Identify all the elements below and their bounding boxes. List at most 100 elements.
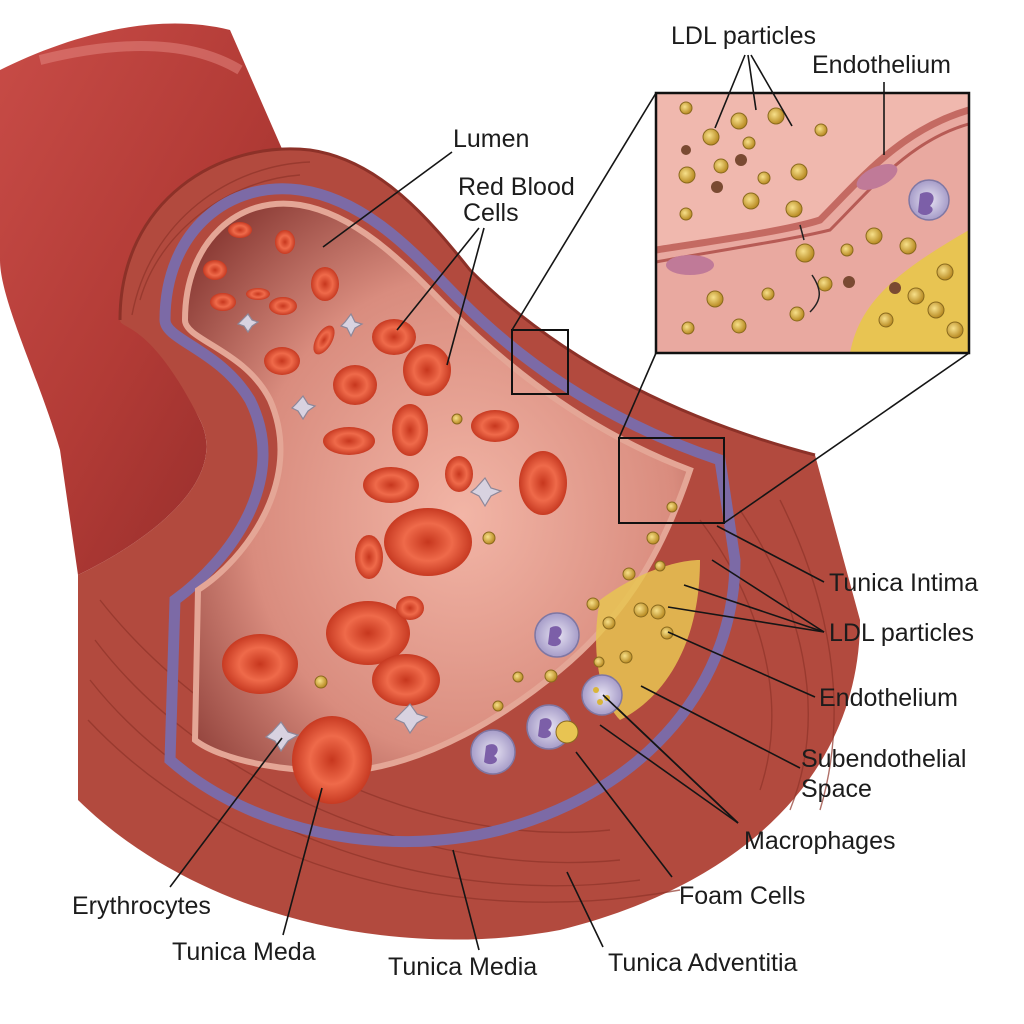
ldl-particle — [785, 200, 803, 218]
ldl-particle — [706, 290, 724, 308]
rbc — [445, 456, 473, 492]
rbc — [384, 508, 472, 576]
label-macrophages: Macrophages — [744, 827, 895, 855]
rbc — [326, 601, 410, 665]
rbc — [519, 451, 567, 515]
ldl-particle — [767, 107, 785, 125]
ldl-particle — [586, 597, 600, 611]
rbc — [210, 293, 236, 311]
rbc — [323, 427, 375, 455]
ldl-particle — [840, 243, 854, 257]
ldl-particle — [681, 321, 695, 335]
rbc — [372, 319, 416, 355]
ldl-particle — [602, 616, 616, 630]
ldl-particle — [899, 237, 917, 255]
ldl-particle — [650, 604, 666, 620]
label-tunica-adventitia: Tunica Adventitia — [608, 949, 798, 977]
label-tunica-media: Tunica Media — [388, 953, 537, 981]
ldl-particle — [622, 567, 636, 581]
endothelial-nucleus — [666, 255, 714, 275]
ldl-particle — [757, 171, 771, 185]
ldl-particle — [593, 656, 605, 668]
rbc — [396, 596, 424, 620]
platelet — [236, 313, 260, 334]
transport-arrow — [799, 224, 820, 313]
rbc — [392, 404, 428, 456]
label-subendothelial-line1: Subendothelial — [801, 745, 966, 773]
ldl-particle — [730, 112, 748, 130]
rbc — [275, 230, 295, 254]
rbc — [311, 267, 339, 301]
label-inset-endothelium: Endothelium — [812, 51, 951, 79]
rbc — [372, 654, 440, 706]
rbc — [246, 288, 270, 300]
ldl-particle — [814, 123, 828, 137]
ldl-particle — [451, 413, 463, 425]
inset-ldl-particles — [678, 101, 964, 339]
platelet — [393, 703, 429, 735]
ldl-particle — [666, 501, 678, 513]
macrophage — [581, 674, 623, 716]
macrophage — [534, 612, 580, 658]
ldl-particle — [865, 227, 883, 245]
rbc — [355, 535, 383, 579]
rbc — [333, 365, 377, 405]
endothelial-nucleus — [856, 164, 898, 190]
label-subendothelial-line2: Space — [801, 775, 872, 803]
ldl-particle — [731, 318, 747, 334]
leader-lines — [169, 54, 885, 951]
label-foam-cells: Foam Cells — [679, 882, 805, 910]
platelet — [339, 312, 364, 338]
rbc — [363, 467, 419, 503]
label-inset-ldl-particles: LDL particles — [671, 22, 816, 50]
inset-projection-lines — [511, 92, 970, 524]
rbc — [292, 716, 372, 804]
label-endothelium: Endothelium — [819, 684, 958, 712]
ldl-particle — [512, 671, 524, 683]
ldl-particle — [907, 287, 925, 305]
magnified-inset — [654, 91, 971, 355]
ldl-particle — [314, 675, 328, 689]
ldl-particle — [679, 207, 693, 221]
zoom-marker-upper — [511, 329, 569, 395]
rbc — [264, 347, 300, 375]
oxidized-ldl — [681, 145, 901, 294]
ldl-particle — [679, 101, 693, 115]
ldl-particle — [482, 531, 496, 545]
ldl-particle — [878, 312, 894, 328]
rbc — [228, 222, 252, 238]
ldl-particle — [742, 136, 756, 150]
ldl-particle — [646, 531, 660, 545]
rbc — [403, 344, 451, 396]
label-erythrocytes: Erythrocytes — [72, 892, 211, 920]
platelet — [469, 476, 503, 508]
ldl-particle — [817, 276, 833, 292]
ldl-particles-wall — [314, 413, 678, 712]
ldl-particle — [789, 306, 805, 322]
label-red-blood-cells-line1: Red Blood — [458, 173, 575, 201]
ldl-particle — [713, 158, 729, 174]
ldl-particle — [492, 700, 504, 712]
rbc — [203, 260, 227, 280]
ldl-particle — [946, 321, 964, 339]
zoom-marker-lower — [618, 437, 725, 524]
inset-macrophage — [908, 179, 950, 221]
ldl-particle — [633, 602, 649, 618]
platelets — [236, 312, 503, 753]
ldl-particle — [544, 669, 558, 683]
ldl-particle — [790, 163, 808, 181]
ldl-particle — [742, 192, 760, 210]
macrophages — [470, 612, 623, 775]
ldl-particle — [761, 287, 775, 301]
rbc — [269, 297, 297, 315]
platelet — [264, 721, 300, 753]
rbc — [222, 634, 298, 694]
label-tunica-meda: Tunica Meda — [172, 938, 316, 966]
ldl-particle — [678, 166, 696, 184]
label-tunica-intima: Tunica Intima — [829, 569, 978, 597]
labels: Lumen Red Blood Cells LDL particles Endo… — [72, 22, 978, 981]
ldl-particle — [654, 560, 666, 572]
ldl-particle — [795, 243, 815, 263]
label-ldl-particles: LDL particles — [829, 619, 974, 647]
